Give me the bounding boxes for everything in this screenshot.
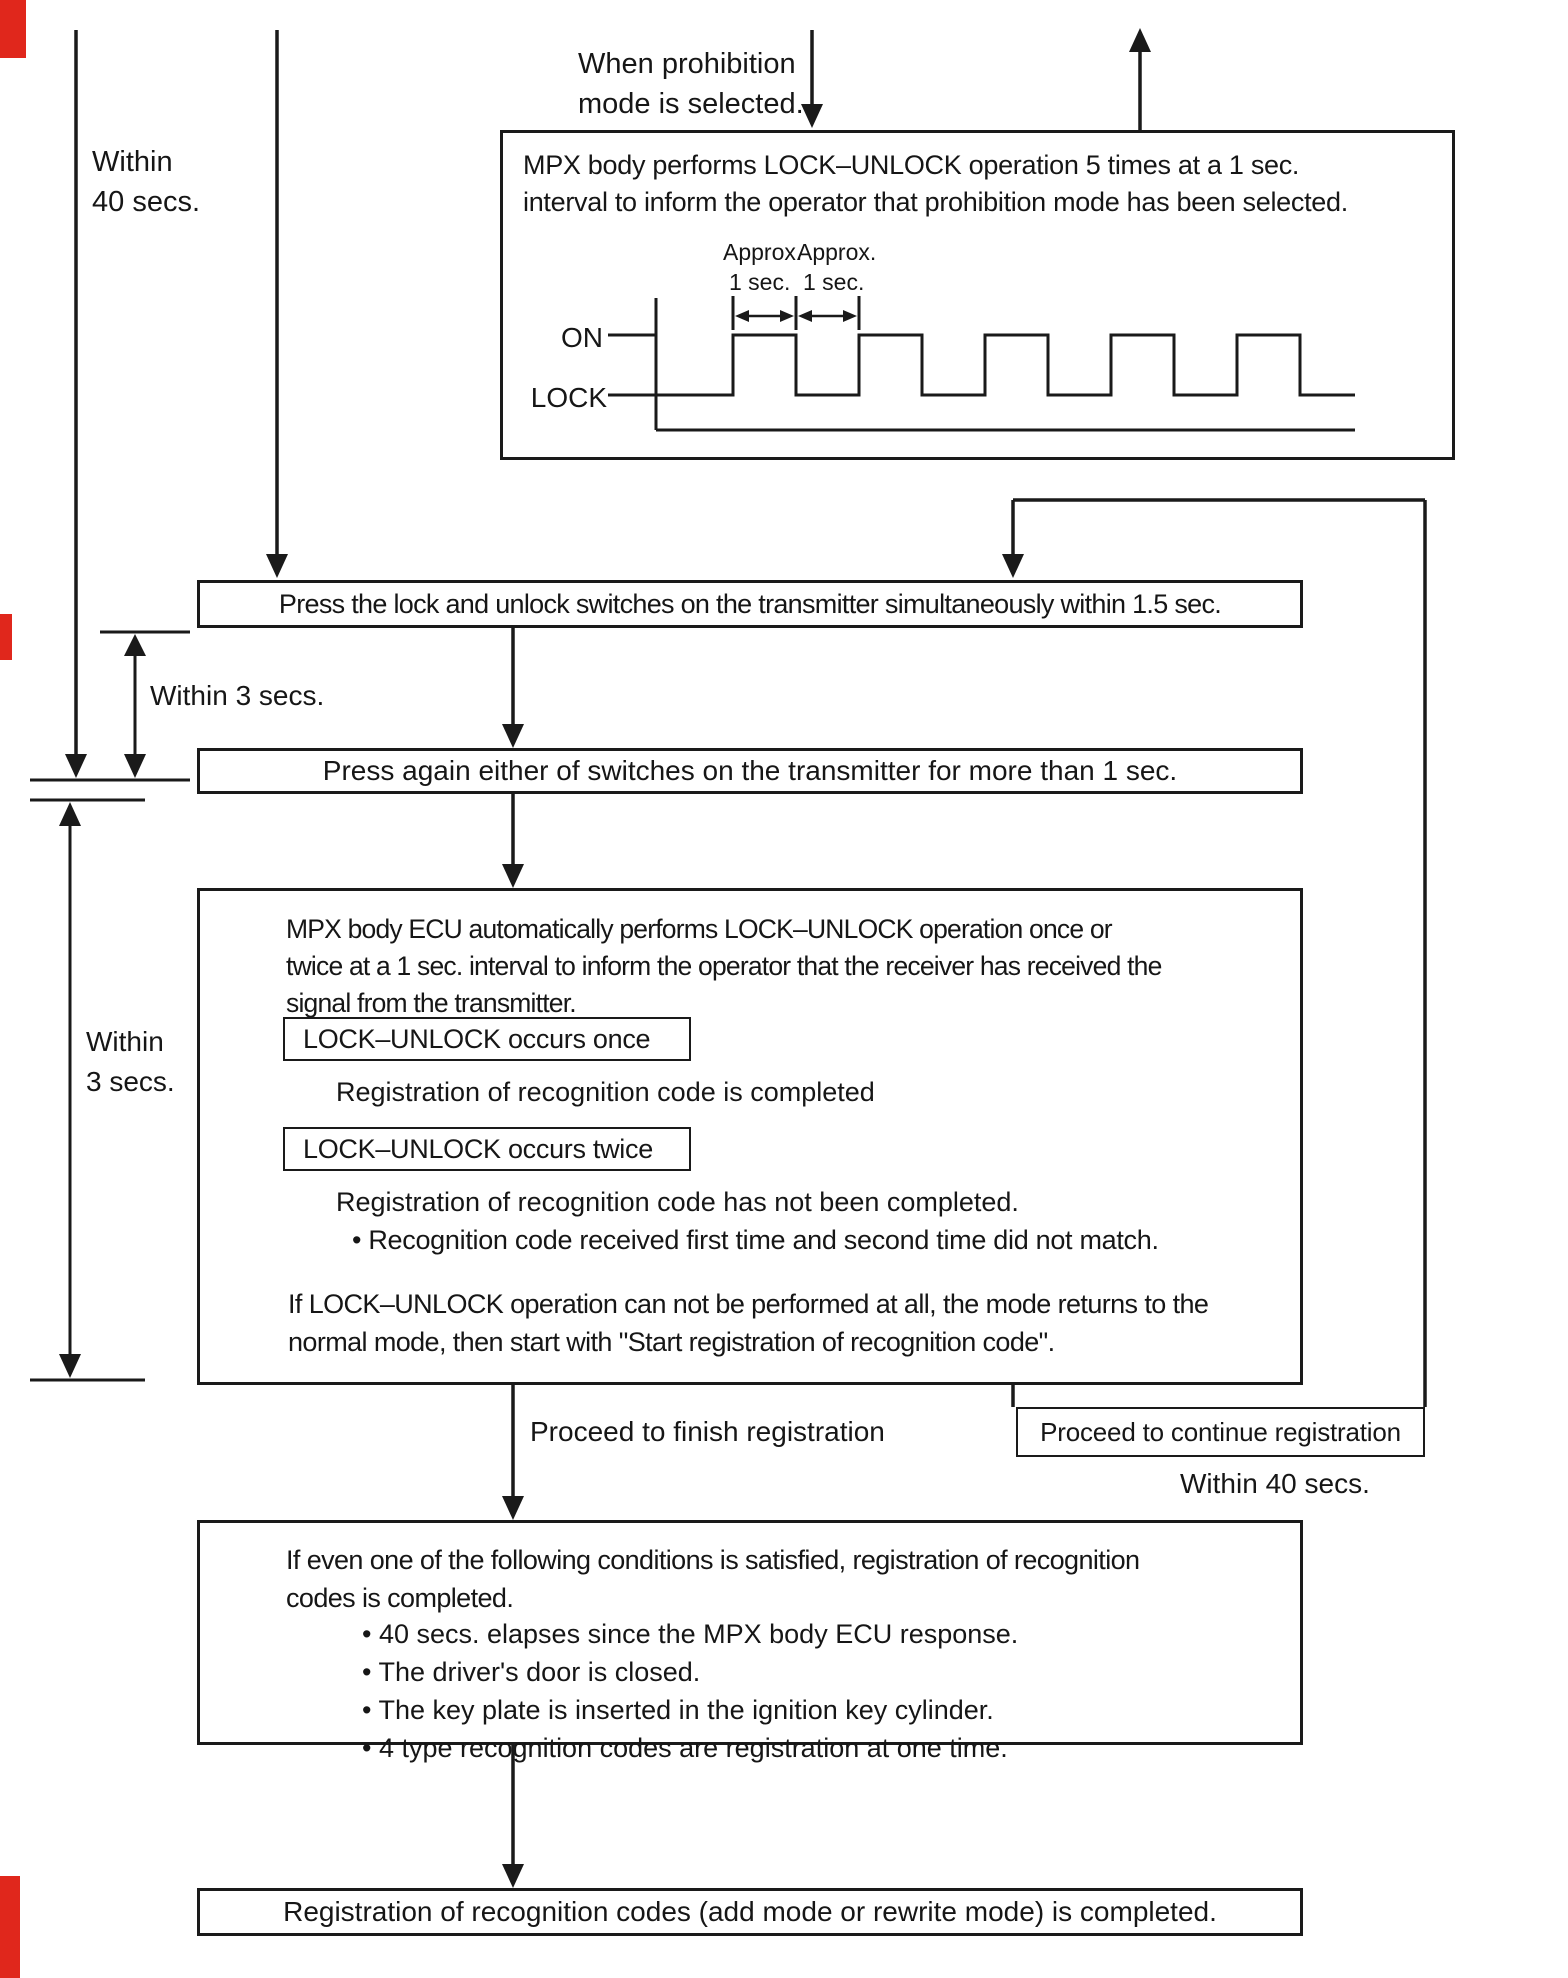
lock-unlock-twice-text: LOCK–UNLOCK occurs twice — [303, 1133, 653, 1164]
within-3-secs-label-1: Within 3 secs. — [150, 676, 325, 716]
flow-arrow-box4-box5 — [502, 1385, 524, 1520]
ecu-response-footer: If LOCK–UNLOCK operation can not be perf… — [288, 1289, 1209, 1357]
waveform-lock-label: LOCK — [530, 382, 607, 413]
within-3-secs-label-2: Within 3 secs. — [86, 1022, 175, 1102]
flow-arrow-box3-box4 — [502, 794, 524, 888]
scan-artifact-bottom-left — [0, 1876, 20, 1978]
scan-artifact-top-left — [0, 0, 26, 58]
lock-unlock-twice-box: LOCK–UNLOCK occurs twice — [283, 1127, 691, 1171]
within-40-secs-right-label: Within 40 secs. — [1180, 1464, 1370, 1504]
press-both-switches-box: Press the lock and unlock switches on th… — [197, 580, 1303, 628]
proceed-continue-box: Proceed to continue registration — [1016, 1407, 1425, 1457]
left-40sec-line — [65, 30, 87, 778]
condition-bullet-2: • The driver's door is closed. — [362, 1657, 701, 1687]
ecu-response-box: MPX body ECU automatically performs LOCK… — [197, 888, 1303, 1385]
flow-arrow-box2-box3 — [502, 628, 524, 748]
waveform-1sec-label-2: 1 sec. — [803, 269, 865, 295]
completion-conditions-box: If even one of the following conditions … — [197, 1520, 1303, 1763]
ecu-response-intro: MPX body ECU automatically performs LOCK… — [286, 914, 1162, 1018]
twice-bullet-text: • Recognition code received first time a… — [352, 1225, 1159, 1255]
proceed-continue-text: Proceed to continue registration — [1040, 1416, 1401, 1447]
proceed-finish-label: Proceed to finish registration — [530, 1412, 885, 1452]
waveform-1sec-label-1: 1 sec. — [729, 269, 791, 295]
within-40-secs-left-label: Within 40 secs. — [92, 142, 200, 222]
registration-complete-text: Registration of recognition codes (add m… — [283, 1896, 1217, 1927]
condition-bullet-4: • 4 type recognition codes are registrat… — [362, 1733, 1008, 1763]
prohibition-feedback-text: MPX body performs LOCK–UNLOCK operation … — [523, 150, 1348, 217]
twice-result-text: Registration of recognition code has not… — [336, 1187, 1019, 1217]
entry-line-to-box2 — [266, 30, 288, 578]
prohibition-entry-arrow — [801, 30, 823, 128]
when-prohibition-label: When prohibition mode is selected. — [578, 44, 804, 124]
scan-artifact-mid-left — [0, 614, 12, 660]
lock-unlock-once-box: LOCK–UNLOCK occurs once — [283, 1017, 691, 1061]
exit-up-arrow — [1129, 28, 1151, 130]
press-both-switches-text: Press the lock and unlock switches on th… — [278, 588, 1222, 619]
completion-conditions-intro: If even one of the following conditions … — [286, 1545, 1140, 1613]
condition-bullet-1: • 40 secs. elapses since the MPX body EC… — [362, 1619, 1019, 1649]
lock-unlock-once-text: LOCK–UNLOCK occurs once — [303, 1023, 651, 1054]
waveform-approx-label-1: Approx. — [723, 239, 803, 265]
press-again-box: Press again either of switches on the tr… — [197, 748, 1303, 794]
condition-bullet-3: • The key plate is inserted in the ignit… — [362, 1695, 994, 1725]
press-again-text: Press again either of switches on the tr… — [322, 755, 1178, 786]
waveform-on-label: ON — [561, 322, 603, 353]
waveform-approx-label-2: Approx. — [797, 239, 877, 265]
prohibition-feedback-box: MPX body performs LOCK–UNLOCK operation … — [500, 130, 1455, 460]
once-result-text: Registration of recognition code is comp… — [336, 1077, 875, 1107]
registration-complete-box: Registration of recognition codes (add m… — [197, 1888, 1303, 1936]
